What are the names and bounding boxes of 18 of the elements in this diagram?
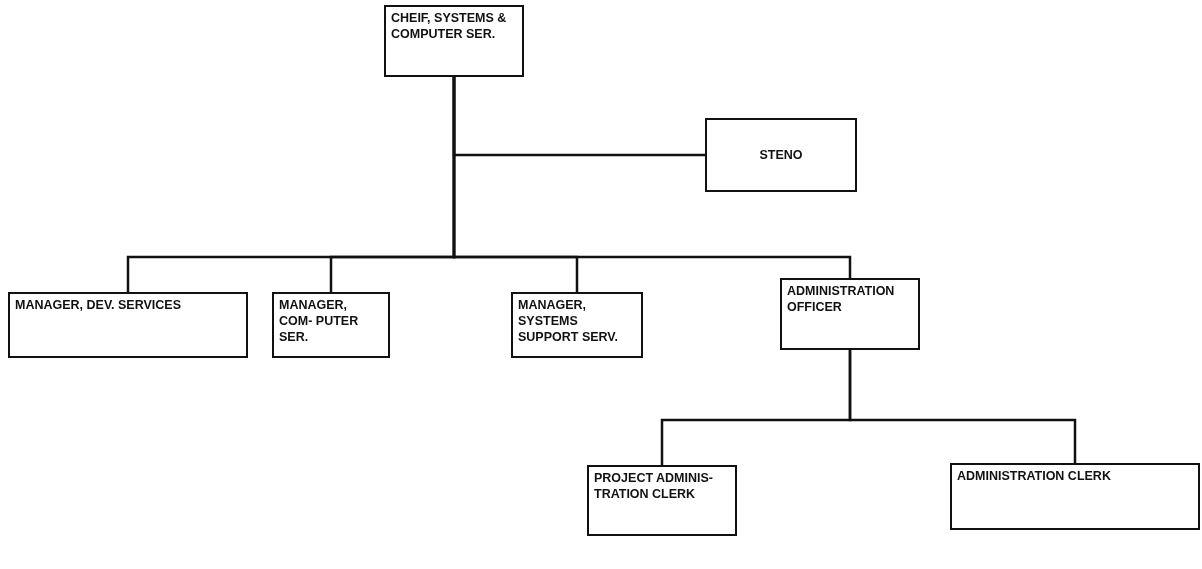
box-label: ADMINISTRATION CLERK (957, 468, 1112, 484)
box-label: STENO (759, 147, 803, 163)
org-box (950, 463, 1200, 530)
org-box (780, 278, 920, 350)
org-box (587, 465, 737, 536)
connector-line (848, 350, 1077, 463)
org-box (8, 292, 248, 358)
org-box (384, 5, 524, 77)
box-label: MANAGER, DEV. SERVICES (15, 297, 182, 313)
box-label: MANAGER, COM- PUTER SER. (279, 297, 360, 345)
box-label: MANAGER, SYSTEMS SUPPORT SERV. (518, 297, 620, 345)
org-box (705, 118, 857, 192)
box-label: ADMINISTRATION OFFICER (787, 283, 896, 315)
box-label: CHEIF, SYSTEMS & COMPUTER SER. (391, 10, 508, 42)
connector-line (452, 77, 852, 278)
box-label: PROJECT ADMINIS- TRATION CLERK (594, 470, 714, 502)
org-box (511, 292, 643, 358)
org-box (272, 292, 390, 358)
